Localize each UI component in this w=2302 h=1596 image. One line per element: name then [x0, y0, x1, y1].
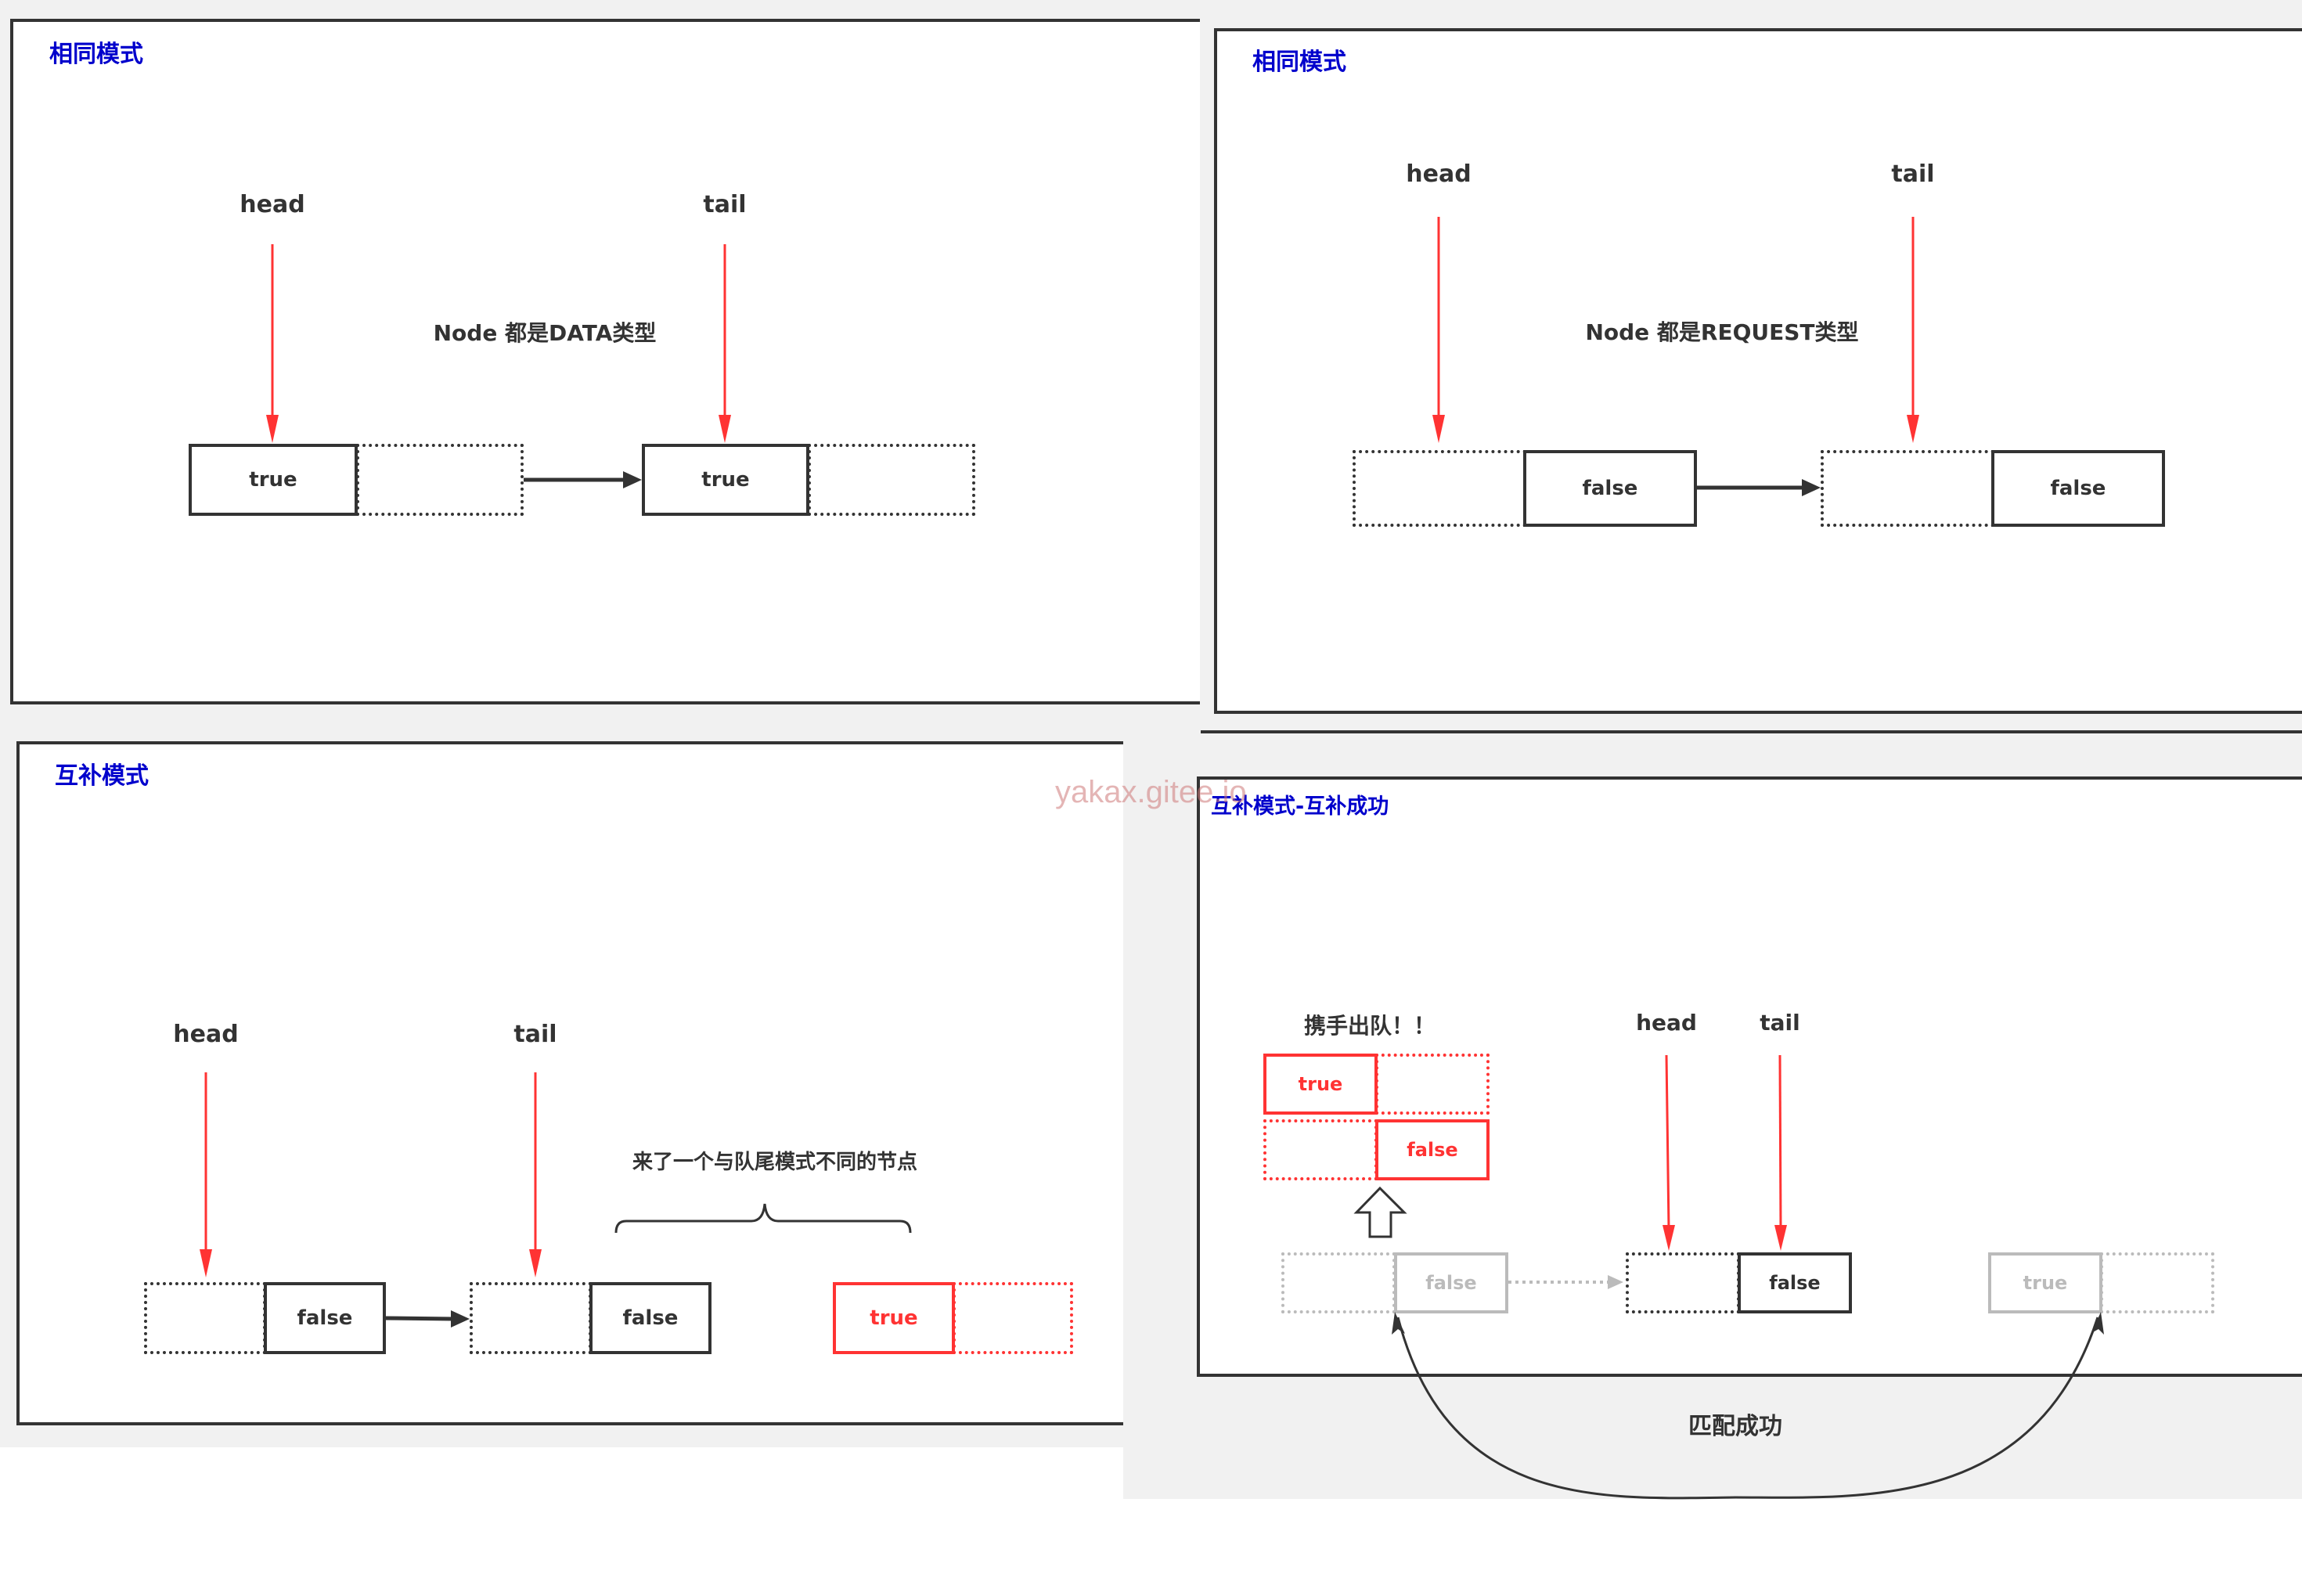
tail-label: tail	[703, 191, 747, 218]
dequeued-data-node-next-cell	[1375, 1054, 1490, 1115]
match-success-note: 匹配成功	[1688, 1413, 1782, 1440]
node-1-next-cell: false	[264, 1282, 386, 1354]
node-1-next-cell: false	[1523, 450, 1697, 527]
node-1-data-cell: true	[189, 444, 358, 516]
head-label: head	[240, 191, 305, 218]
incoming-node-next-cell	[953, 1282, 1073, 1354]
head-label: head	[1406, 160, 1472, 188]
node-type-note: Node 都是DATA类型	[433, 320, 657, 346]
node-1-next-cell	[356, 444, 524, 516]
panel-complementary-mode	[16, 741, 1123, 1425]
current-node-next-cell: false	[1738, 1252, 1852, 1313]
node-2-data-cell: true	[642, 444, 809, 516]
node-value: false	[1582, 477, 1638, 500]
dequeued-request-node-data-cell	[1263, 1119, 1378, 1180]
node-value: true	[1298, 1073, 1343, 1095]
panel-2-underline	[1201, 730, 2302, 733]
panel-4-title: 互补模式-互补成功	[1211, 794, 1389, 819]
faded-node-next-cell: false	[1394, 1252, 1508, 1313]
current-node-data-cell	[1626, 1252, 1740, 1313]
panel-3-title: 互补模式	[55, 762, 149, 790]
head-label: head	[173, 1021, 239, 1048]
node-1-data-cell	[1353, 450, 1526, 527]
tail-label: tail	[1760, 1010, 1800, 1036]
head-label: head	[1636, 1010, 1697, 1036]
faded-node-data-cell	[1281, 1252, 1396, 1313]
tail-label: tail	[1891, 160, 1935, 188]
tail-label: tail	[513, 1021, 557, 1048]
incoming-node-note: 来了一个与队尾模式不同的节点	[632, 1151, 918, 1174]
node-value: true	[249, 468, 297, 492]
panel-2-title: 相同模式	[1252, 49, 1346, 76]
watermark: yakax.gitee.io	[1055, 775, 1247, 809]
node-value: false	[622, 1306, 679, 1330]
node-2-next-cell	[808, 444, 975, 516]
node-value: false	[1425, 1272, 1477, 1294]
node-2-data-cell	[470, 1282, 592, 1354]
node-1-data-cell	[144, 1282, 266, 1354]
panel-same-mode-data	[10, 19, 1200, 704]
node-value: false	[1769, 1272, 1821, 1294]
panel-same-mode-request	[1214, 28, 2302, 714]
incoming-node-data-cell: true	[1988, 1252, 2102, 1313]
node-type-note: Node 都是REQUEST类型	[1585, 319, 1859, 345]
incoming-node-next-cell	[2100, 1252, 2214, 1313]
panel-complementary-success	[1197, 776, 2302, 1377]
node-value: true	[870, 1306, 918, 1330]
panel-1-title: 相同模式	[49, 41, 143, 68]
incoming-node-data-cell: true	[833, 1282, 955, 1354]
node-value: true	[2023, 1272, 2068, 1294]
node-2-next-cell: false	[589, 1282, 711, 1354]
dequeued-data-node-data-cell: true	[1263, 1054, 1378, 1115]
node-value: false	[297, 1306, 353, 1330]
node-value: true	[701, 468, 750, 492]
dequeue-note: 携手出队！！	[1303, 1013, 1436, 1039]
dequeued-request-node-next-cell: false	[1375, 1119, 1490, 1180]
node-2-next-cell: false	[1991, 450, 2165, 527]
node-value: false	[2050, 477, 2106, 500]
node-2-data-cell	[1821, 450, 1994, 527]
node-value: false	[1407, 1139, 1458, 1161]
